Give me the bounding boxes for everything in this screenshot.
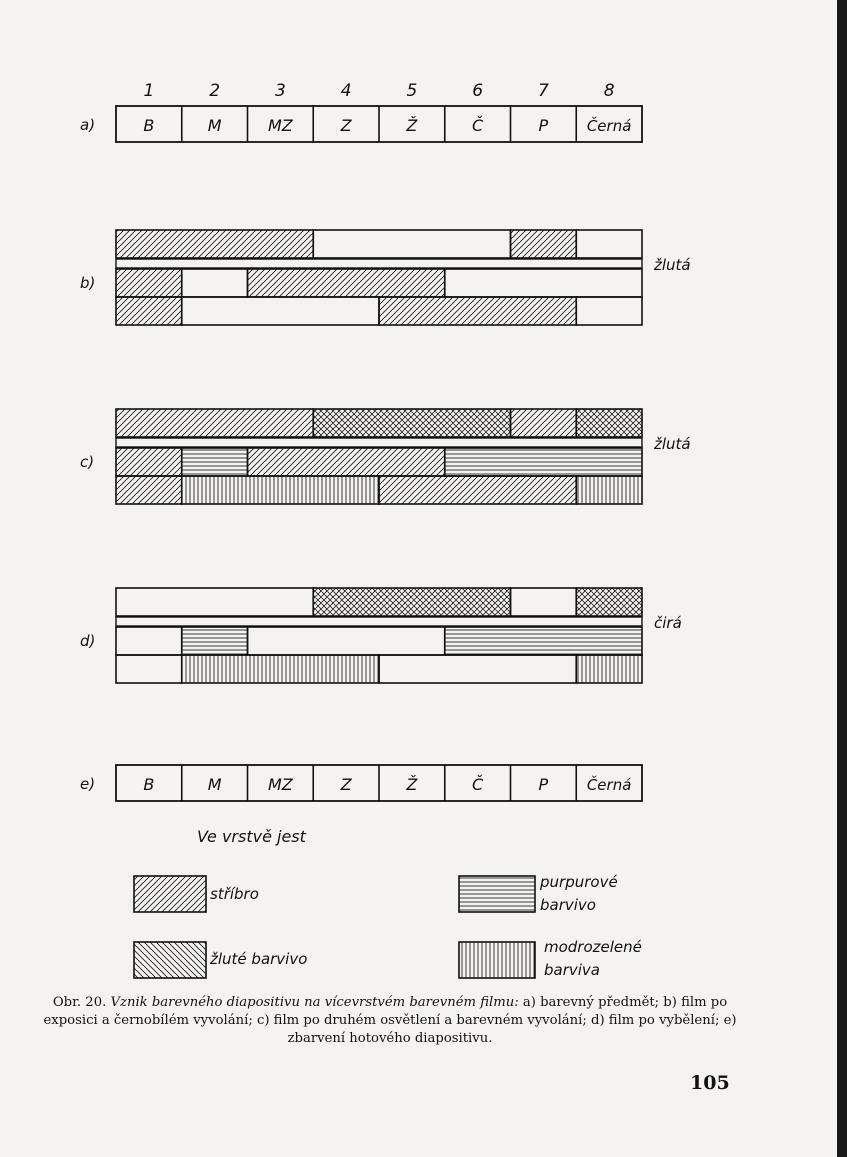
column-label-2: M (208, 775, 222, 794)
layer-1-segment-yellow (312, 587, 512, 617)
layer-2-segment-empty (443, 268, 643, 298)
layer-1-segment-silver (115, 229, 315, 259)
layer-3-segment-silver (378, 475, 578, 505)
layer-1-segment-empty (509, 587, 578, 617)
row-a-object: B M MZ Z Ž Č P Černá 1 2 3 4 5 6 7 8 a) (80, 81, 643, 143)
column-label-6: Č (472, 775, 484, 794)
legend: Ve vrstvě jest stříbro žluté barvivo pur… (133, 827, 642, 979)
row-d-bleached-film: d) čirá (80, 587, 682, 684)
row-label-c: c) (80, 453, 94, 471)
layer-2-segment-purple (180, 447, 249, 477)
column-label-1: B (143, 116, 154, 135)
column-label-3: MZ (268, 775, 294, 794)
layer-1-segment-silver (115, 408, 315, 438)
layer-1-segment-silver (509, 229, 578, 259)
legend-label-purple-2: barvivo (540, 896, 596, 914)
column-number-7: 7 (538, 81, 549, 101)
column-label-5: Ž (405, 116, 418, 135)
caption-body: a) barevný předmět; b) film po exposici … (43, 995, 737, 1046)
layer-3-segment-empty (180, 296, 380, 326)
layer-1-segment-empty (575, 229, 643, 259)
film-base (115, 437, 643, 448)
layer-side-label-c: žlutá (653, 435, 691, 453)
legend-swatch-silver (133, 875, 207, 913)
caption-lead: Obr. 20. (52, 995, 107, 1010)
layer-1-segment-empty (115, 587, 315, 617)
layer-side-label-d: čirá (654, 614, 682, 632)
column-label-4: Z (340, 775, 353, 794)
column-label-3: MZ (268, 116, 294, 135)
layer-3-segment-cyan (575, 654, 643, 684)
layer-2-segment-purple (443, 447, 643, 477)
layer-3-segment-cyan (180, 475, 380, 505)
layer-1-segment-silver (509, 408, 578, 438)
legend-swatch-yellow-dye (133, 941, 207, 979)
layer-2-segment-silver (115, 447, 183, 477)
row-label-a: a) (80, 116, 95, 134)
legend-label-cyan-2: barviva (544, 961, 600, 979)
column-number-5: 5 (406, 81, 417, 101)
layer-3-segment-silver (115, 296, 183, 326)
column-label-2: M (208, 116, 222, 135)
column-label-7: P (539, 116, 549, 135)
column-number-2: 2 (209, 81, 220, 101)
layer-1-segment-yellow (575, 587, 643, 617)
figure-caption: Obr. 20. Vznik barevného diapositivu na … (40, 994, 740, 1048)
legend-heading: Ve vrstvě jest (197, 827, 307, 846)
layer-2-segment-purple (443, 626, 643, 656)
row-c-color-developed-film: c) žlutá (80, 408, 691, 505)
layer-3-segment-silver (115, 475, 183, 505)
legend-swatch-cyan-dye (458, 941, 536, 979)
layer-3-segment-empty (378, 654, 578, 684)
page-number: 105 (690, 1072, 730, 1094)
legend-label-yellow-dye: žluté barvivo (209, 950, 307, 968)
layer-3-segment-empty (115, 654, 183, 684)
layer-3-segment-empty (575, 296, 643, 326)
legend-label-cyan-1: modrozelené (544, 938, 642, 956)
column-label-8: Černá (587, 775, 632, 794)
layer-1-segment-empty (312, 229, 512, 259)
caption-title: Vznik barevného diapositivu na vícevrstv… (110, 995, 519, 1010)
legend-label-purple-1: purpurové (539, 873, 618, 891)
layer-1-segment-yellow (575, 408, 643, 438)
column-label-8: Černá (587, 116, 632, 135)
film-base (115, 258, 643, 269)
layer-2-segment-silver (246, 268, 446, 298)
row-label-e: e) (80, 775, 95, 793)
layer-2-segment-silver (115, 268, 183, 298)
column-label-1: B (143, 775, 154, 794)
column-label-5: Ž (405, 775, 418, 794)
layer-2-segment-empty (115, 626, 183, 656)
column-number-3: 3 (275, 81, 286, 101)
layer-3-segment-cyan (575, 475, 643, 505)
layer-2-segment-silver (246, 447, 446, 477)
layer-1-segment-yellow (312, 408, 512, 438)
row-label-d: d) (80, 632, 95, 650)
film-base (115, 616, 643, 627)
column-number-8: 8 (604, 81, 615, 101)
layer-2-segment-empty (246, 626, 446, 656)
layer-3-segment-cyan (180, 654, 380, 684)
layer-2-segment-purple (180, 626, 249, 656)
layer-2-segment-empty (180, 268, 249, 298)
layer-3-segment-silver (378, 296, 578, 326)
row-e-finished-slide: B M MZ Z Ž Č P Černá e) (80, 764, 643, 802)
row-label-b: b) (80, 274, 95, 292)
legend-label-silver: stříbro (210, 885, 259, 903)
column-label-7: P (539, 775, 549, 794)
legend-swatch-purple-dye (458, 875, 536, 913)
column-label-6: Č (472, 116, 484, 135)
row-b-exposed-film: b) žlutá (80, 229, 691, 326)
page-edge-shadow (837, 0, 847, 1157)
column-number-6: 6 (472, 81, 483, 101)
column-number-4: 4 (341, 81, 352, 101)
column-label-4: Z (340, 116, 353, 135)
layer-side-label-b: žlutá (653, 256, 691, 274)
column-number-1: 1 (143, 81, 154, 101)
